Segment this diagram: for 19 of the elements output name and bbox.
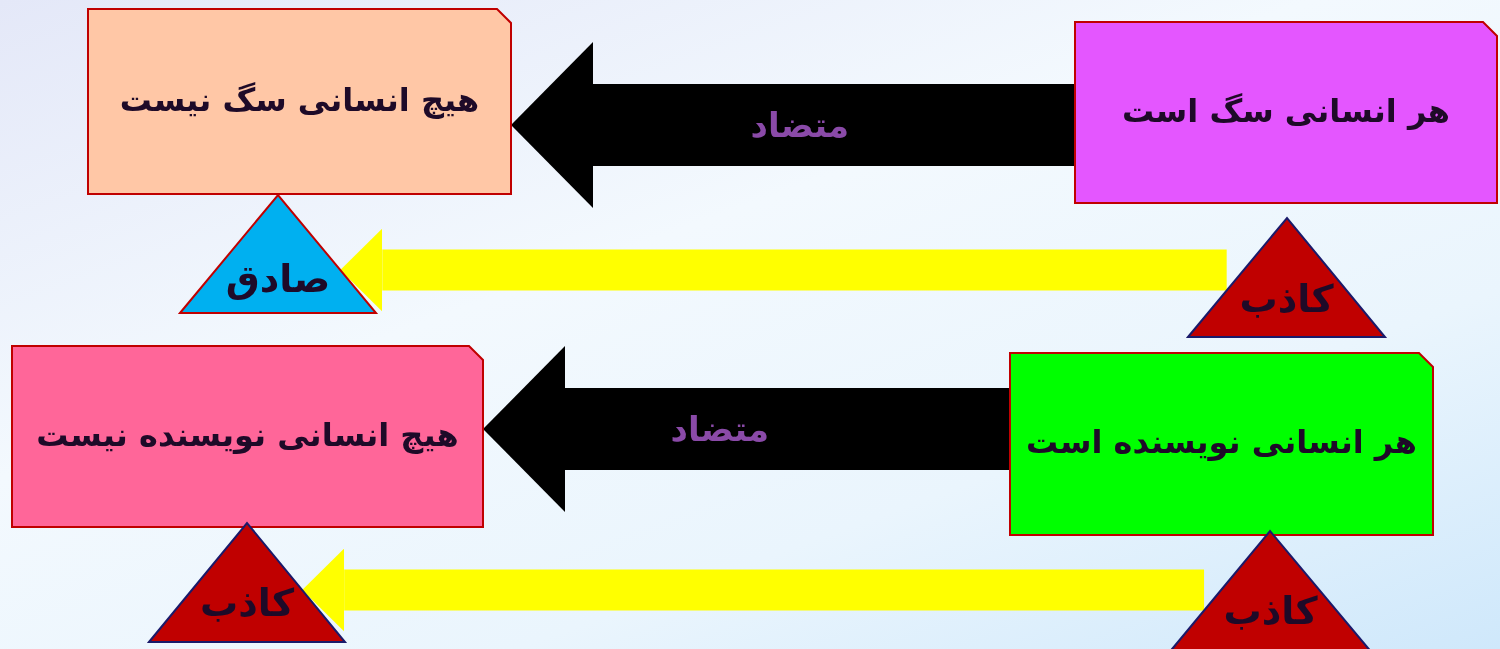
truth-label: کاذب [198, 582, 296, 626]
truth-triangle [180, 195, 376, 313]
statement-box [88, 9, 511, 194]
block-arrow [302, 548, 1205, 632]
statement-text: هیچ انسانی نویسنده نیست [35, 416, 460, 454]
block-arrow [511, 42, 1075, 208]
truth-triangle [149, 523, 345, 642]
block-arrow [340, 228, 1227, 312]
statement-box [1075, 22, 1497, 203]
statement-text: هر انسانی نویسنده است [1025, 423, 1418, 461]
truth-triangle [1188, 218, 1385, 337]
statement-box [1010, 353, 1433, 535]
statement-text: هر انسانی سگ است [1121, 92, 1451, 130]
truth-label: کاذب [1238, 278, 1335, 322]
block-arrow [483, 346, 1010, 512]
statement-box [12, 346, 483, 527]
statement-text: هیچ انسانی سگ نیست [118, 81, 481, 119]
truth-label: کاذب [1222, 590, 1319, 634]
truth-label: صادق [224, 258, 332, 302]
